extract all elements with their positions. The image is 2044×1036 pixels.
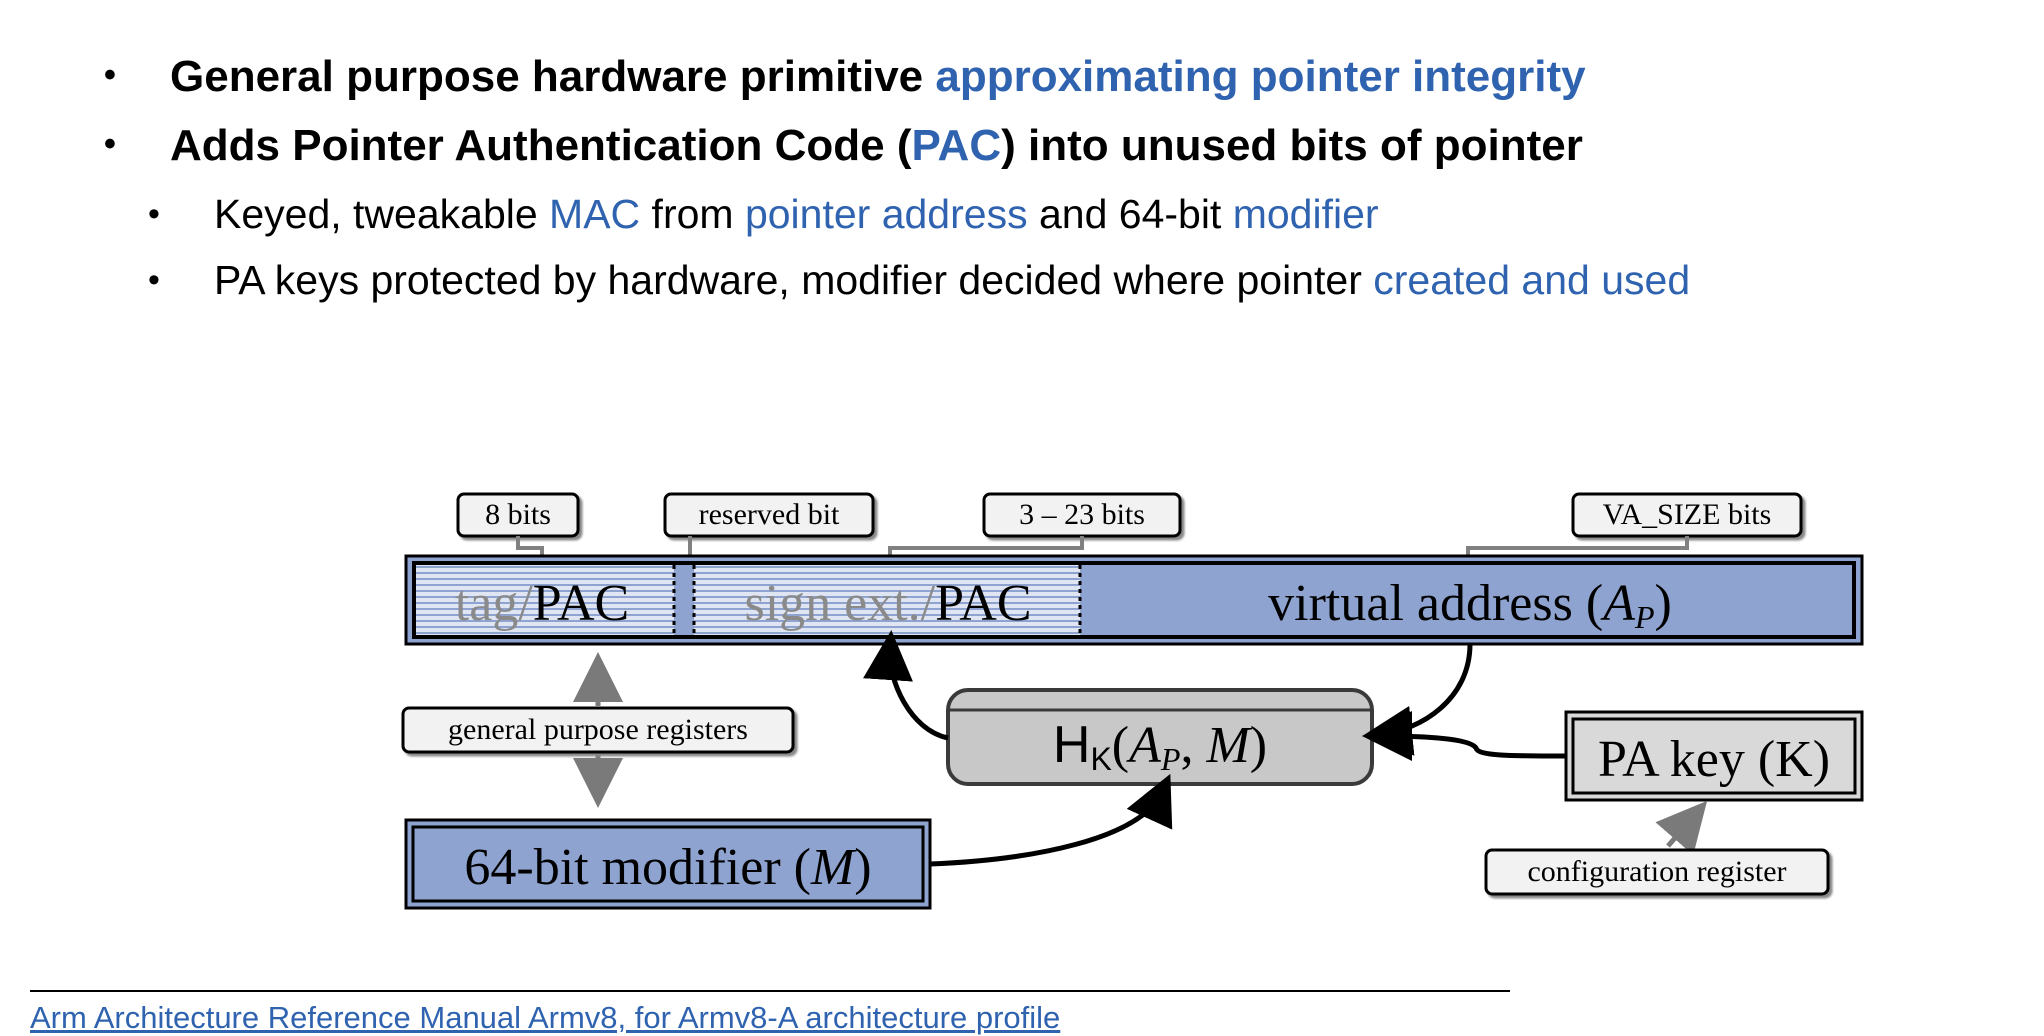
arrow-modifier-to-hash	[929, 773, 1173, 867]
bracket-8-bits	[516, 536, 544, 556]
arrow-hash-to-pac	[863, 630, 949, 741]
bullet-2-text: Adds Pointer Authentication Code (PAC) i…	[170, 121, 1583, 170]
svg-text:general purpose registers: general purpose registers	[448, 713, 748, 746]
sign-ext-pac-field: sign ext./PAC	[744, 575, 1031, 632]
label-8-bits: 8 bits	[456, 492, 580, 538]
bullet-dot: •	[148, 261, 160, 299]
virtual-address-field: virtual address (AP)	[1268, 575, 1672, 635]
label-configuration-register: configuration register	[1484, 848, 1830, 896]
pa-key-box: PA key (K)	[1564, 710, 1864, 802]
footnote-link[interactable]: Arm Architecture Reference Manual Armv8,…	[30, 1000, 1061, 1035]
svg-text:PA key (K): PA key (K)	[1598, 731, 1830, 788]
bullet-3-text: Keyed, tweakable MAC from pointer addres…	[214, 191, 1379, 237]
label-3-23-bits: 3 – 23 bits	[982, 492, 1182, 538]
bullet-1: • General purpose hardware primitive app…	[100, 52, 1586, 102]
bullet-2: • Adds Pointer Authentication Code (PAC)…	[100, 121, 1583, 171]
svg-text:VA_SIZE bits: VA_SIZE bits	[1603, 498, 1772, 531]
bullet-dot: •	[104, 56, 116, 94]
svg-text:8 bits: 8 bits	[485, 498, 551, 531]
config-arrow	[1655, 800, 1708, 856]
modifier-box: 64-bit modifier (M)	[404, 818, 932, 910]
label-reserved-bit: reserved bit	[663, 492, 875, 538]
svg-text:configuration register: configuration register	[1527, 855, 1786, 888]
svg-text:64-bit modifier (M): 64-bit modifier (M)	[464, 839, 871, 896]
bullet-3: • Keyed, tweakable MAC from pointer addr…	[148, 191, 1379, 238]
footnote-separator	[30, 990, 1510, 992]
svg-text:HK(AP, M): HK(AP, M)	[1053, 716, 1267, 777]
label-va-size-bits: VA_SIZE bits	[1571, 492, 1803, 538]
pointer-bar: tag/PAC sign ext./PAC virtual address (A…	[404, 554, 1864, 646]
bullet-dot: •	[104, 125, 116, 163]
bracket-va-size	[1466, 536, 1689, 556]
tag-pac-field: tag/PAC	[455, 575, 629, 632]
bracket-3-23	[888, 536, 1084, 556]
svg-text:3 – 23 bits: 3 – 23 bits	[1019, 498, 1145, 531]
svg-text:reserved bit: reserved bit	[699, 498, 840, 531]
bullet-4: • PA keys protected by hardware, modifie…	[148, 257, 1690, 304]
label-general-purpose-registers: general purpose registers	[401, 706, 795, 754]
arrow-va-to-hash	[1362, 643, 1473, 756]
hash-function-box: HK(AP, M)	[946, 688, 1374, 786]
bullet-4-text: PA keys protected by hardware, modifier …	[214, 257, 1691, 303]
arrow-key-to-hash	[1362, 711, 1567, 762]
bullet-1-text: General purpose hardware primitive appro…	[170, 52, 1586, 101]
bullet-dot: •	[148, 195, 160, 233]
